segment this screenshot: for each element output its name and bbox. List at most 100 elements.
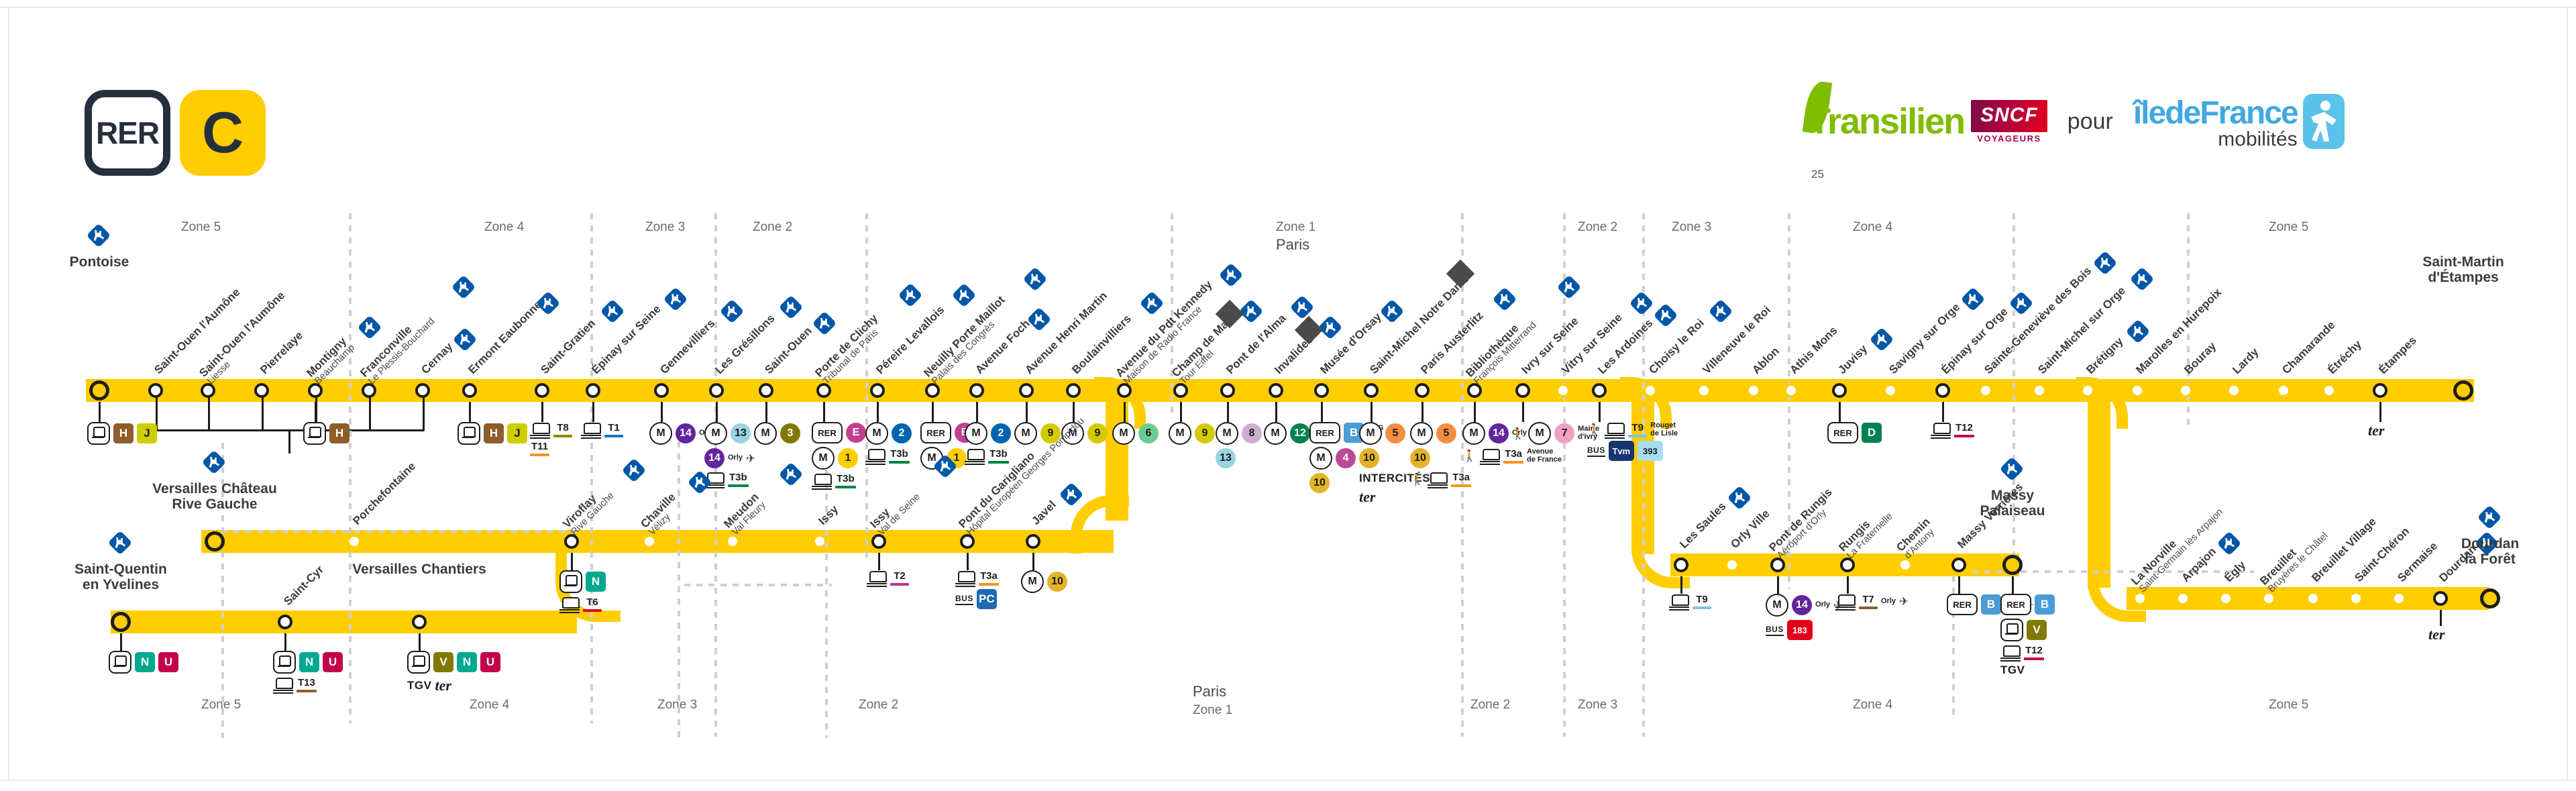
station-dot[interactable] (2306, 592, 2320, 605)
station-dot[interactable] (813, 535, 826, 548)
station-dot[interactable] (1026, 534, 1040, 549)
station-dot[interactable] (969, 383, 984, 398)
station-dot[interactable] (2219, 592, 2233, 605)
station-dot[interactable] (89, 380, 109, 401)
zone-separator-horizontal (684, 584, 832, 586)
station-dot[interactable] (2453, 380, 2473, 401)
station-dot[interactable] (535, 383, 549, 398)
station-dot[interactable] (254, 383, 269, 398)
station-dot[interactable] (1697, 384, 1711, 397)
rer-badge-icon: RER (812, 422, 843, 443)
station-dot[interactable] (960, 534, 975, 549)
station-dot[interactable] (2433, 591, 2448, 606)
connections-row: N (559, 570, 606, 593)
station-dot[interactable] (726, 535, 739, 548)
station-dot[interactable] (412, 615, 427, 629)
station-dot[interactable] (462, 383, 477, 398)
station-dot[interactable] (205, 531, 225, 551)
metro-m-icon: M (920, 447, 943, 470)
station-dot[interactable] (1314, 383, 1329, 398)
service-label: TGV (407, 679, 432, 692)
station-dot[interactable] (2176, 592, 2190, 605)
station-dot[interactable] (1898, 558, 1912, 572)
station-dot[interactable] (2002, 555, 2023, 575)
station-dot[interactable] (1644, 384, 1657, 397)
destination-note: Orly (1815, 600, 1831, 609)
station-dot[interactable] (201, 383, 215, 398)
station-dot[interactable] (2133, 592, 2147, 605)
tram-line-T13: T13 (297, 677, 317, 692)
station-dot[interactable] (1725, 558, 1739, 572)
station-dot[interactable] (1515, 383, 1530, 398)
station-dot[interactable] (654, 383, 669, 398)
station-dot[interactable] (1840, 558, 1855, 572)
station-dot[interactable] (564, 534, 579, 549)
station-dot[interactable] (1220, 383, 1235, 398)
connections-row: T1 (581, 422, 623, 437)
station-dot[interactable] (870, 383, 885, 398)
station-dot[interactable] (1269, 383, 1283, 398)
connection-stem (571, 553, 573, 570)
station-dot[interactable] (1415, 383, 1430, 398)
station-dot[interactable] (1832, 383, 1847, 398)
station-dot[interactable] (1747, 384, 1760, 397)
station-dot[interactable] (2262, 592, 2275, 605)
page-border-right (2567, 7, 2568, 781)
station-dot[interactable] (2349, 592, 2363, 605)
station-dot[interactable] (2227, 384, 2241, 397)
station-dot[interactable] (709, 383, 724, 398)
station-dot[interactable] (1364, 383, 1379, 398)
station-dot[interactable] (2033, 384, 2046, 397)
station-dot[interactable] (362, 383, 376, 398)
accessibility-icon (1492, 286, 1517, 312)
station-dot[interactable] (925, 383, 940, 398)
station-dot[interactable] (1117, 383, 1132, 398)
station-dot[interactable] (2480, 588, 2500, 609)
station-name: Juvisy (1835, 342, 1870, 377)
station-dot[interactable] (1556, 384, 1570, 397)
station-dot[interactable] (1979, 384, 1992, 397)
station-dot[interactable] (759, 383, 773, 398)
tram-color-bar (1693, 607, 1711, 609)
connection-stem (99, 402, 101, 422)
station-dot[interactable] (1784, 384, 1798, 397)
station-dot[interactable] (1935, 383, 1950, 398)
station-dot[interactable] (2131, 384, 2144, 397)
station-dot[interactable] (308, 383, 323, 398)
zone-label: Zone 4 (1853, 698, 1893, 712)
line-badge-D: D (1862, 423, 1882, 443)
station-dot[interactable] (2179, 384, 2192, 397)
station-dot[interactable] (1066, 383, 1081, 398)
station-dot[interactable] (871, 534, 886, 549)
station-dot[interactable] (1592, 383, 1607, 398)
station-dot[interactable] (347, 535, 361, 548)
station-dot[interactable] (1884, 384, 1897, 397)
line-badge-14: 14 (704, 448, 724, 468)
station-dot[interactable] (643, 535, 656, 548)
station-dot[interactable] (1770, 558, 1785, 572)
station-dot[interactable] (148, 383, 163, 398)
station-dot[interactable] (2277, 384, 2290, 397)
station-dot[interactable] (415, 383, 430, 398)
station-dot[interactable] (278, 615, 292, 629)
page-border-bottom (0, 780, 2576, 781)
station-dot[interactable] (1467, 383, 1482, 398)
station-dot[interactable] (586, 383, 600, 398)
station-dot[interactable] (2081, 384, 2094, 397)
zone-label: Zone 1 (1276, 220, 1316, 234)
station-dot[interactable] (1674, 558, 1688, 572)
station-dot[interactable] (1173, 383, 1188, 398)
station-dot[interactable] (816, 383, 831, 398)
station-name: Versailles Chantiers (352, 562, 486, 577)
tram-connection-T8: T8 (530, 422, 572, 437)
line-badge-10: 10 (1410, 448, 1430, 468)
station-dot[interactable] (2373, 383, 2387, 398)
station-dot[interactable] (2392, 592, 2406, 605)
station-dot[interactable] (111, 612, 131, 632)
station-dot[interactable] (2322, 384, 2336, 397)
station-label: Gennevilliers (657, 317, 717, 376)
station-name: Les Saules (1677, 499, 1729, 551)
station-dot[interactable] (1019, 383, 1034, 398)
station-dot[interactable] (1951, 558, 1966, 572)
